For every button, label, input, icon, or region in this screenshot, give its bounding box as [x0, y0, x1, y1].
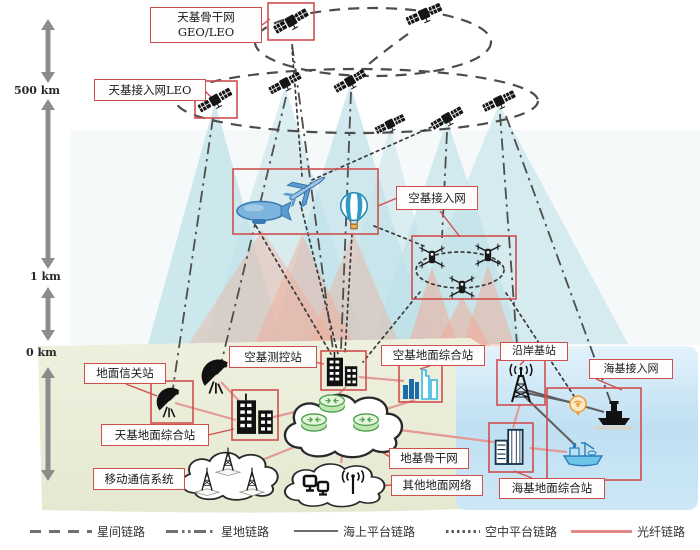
router-icon: [352, 413, 380, 432]
geo-satellite-icon: [404, 1, 445, 30]
air-platform-links: [255, 47, 575, 397]
space-backbone-line2: GEO/LEO: [177, 25, 235, 39]
label-air-access: 空基接入网: [396, 186, 478, 210]
label-space-access: 天基接入网LEO: [94, 79, 206, 101]
satellite-ground-links: [172, 43, 612, 404]
label-other-networks: 其他地面网络: [391, 475, 483, 496]
solid-red-line-sample: [571, 529, 632, 533]
air-coverage-cones: [186, 230, 515, 350]
label-sea-access: 海基接入网: [589, 359, 673, 379]
legend: 星间链路 星地链路 海上平台链路 空中平台链路 光纤链路: [0, 520, 700, 548]
legend-item-seaplatform: 海上平台链路: [294, 520, 415, 542]
legend-item-intersatellite: 星间链路: [30, 520, 145, 542]
label-sea-ground-station: 海基地面综合站: [499, 478, 605, 499]
legend-item-airplatform: 空中平台链路: [446, 520, 557, 542]
dotted-line-sample: [446, 529, 480, 533]
label-mobile-comm: 移动通信系统: [93, 468, 185, 490]
scale-0km: 0 km: [26, 346, 57, 359]
dashed-line-sample: [30, 529, 92, 533]
label-coastal-base: 沿岸基站: [500, 342, 568, 361]
router-icon: [318, 394, 346, 413]
dashdot-line-sample: [166, 529, 216, 533]
label-space-ground-station: 天基地面综合站: [101, 424, 209, 446]
altitude-scale: [41, 19, 55, 481]
other-networks-cloud: [283, 462, 386, 508]
label-space-backbone: 天基骨干网 GEO/LEO: [150, 7, 262, 43]
scale-1km: 1 km: [30, 270, 61, 283]
legend-item-satground: 星地链路: [166, 520, 269, 542]
solid-gray-line-sample: [294, 529, 338, 533]
space-backbone-line1: 天基骨干网: [177, 10, 235, 25]
label-air-control-station: 空基测控站: [229, 346, 317, 368]
scale-500km: 500 km: [14, 84, 61, 97]
label-ground-backbone: 地基骨干网: [389, 448, 469, 469]
legend-item-fiber: 光纤链路: [571, 520, 685, 542]
router-icon: [300, 413, 328, 432]
label-air-ground-station: 空基地面综合站: [381, 345, 485, 366]
label-ground-gateway: 地面信关站: [84, 363, 166, 384]
